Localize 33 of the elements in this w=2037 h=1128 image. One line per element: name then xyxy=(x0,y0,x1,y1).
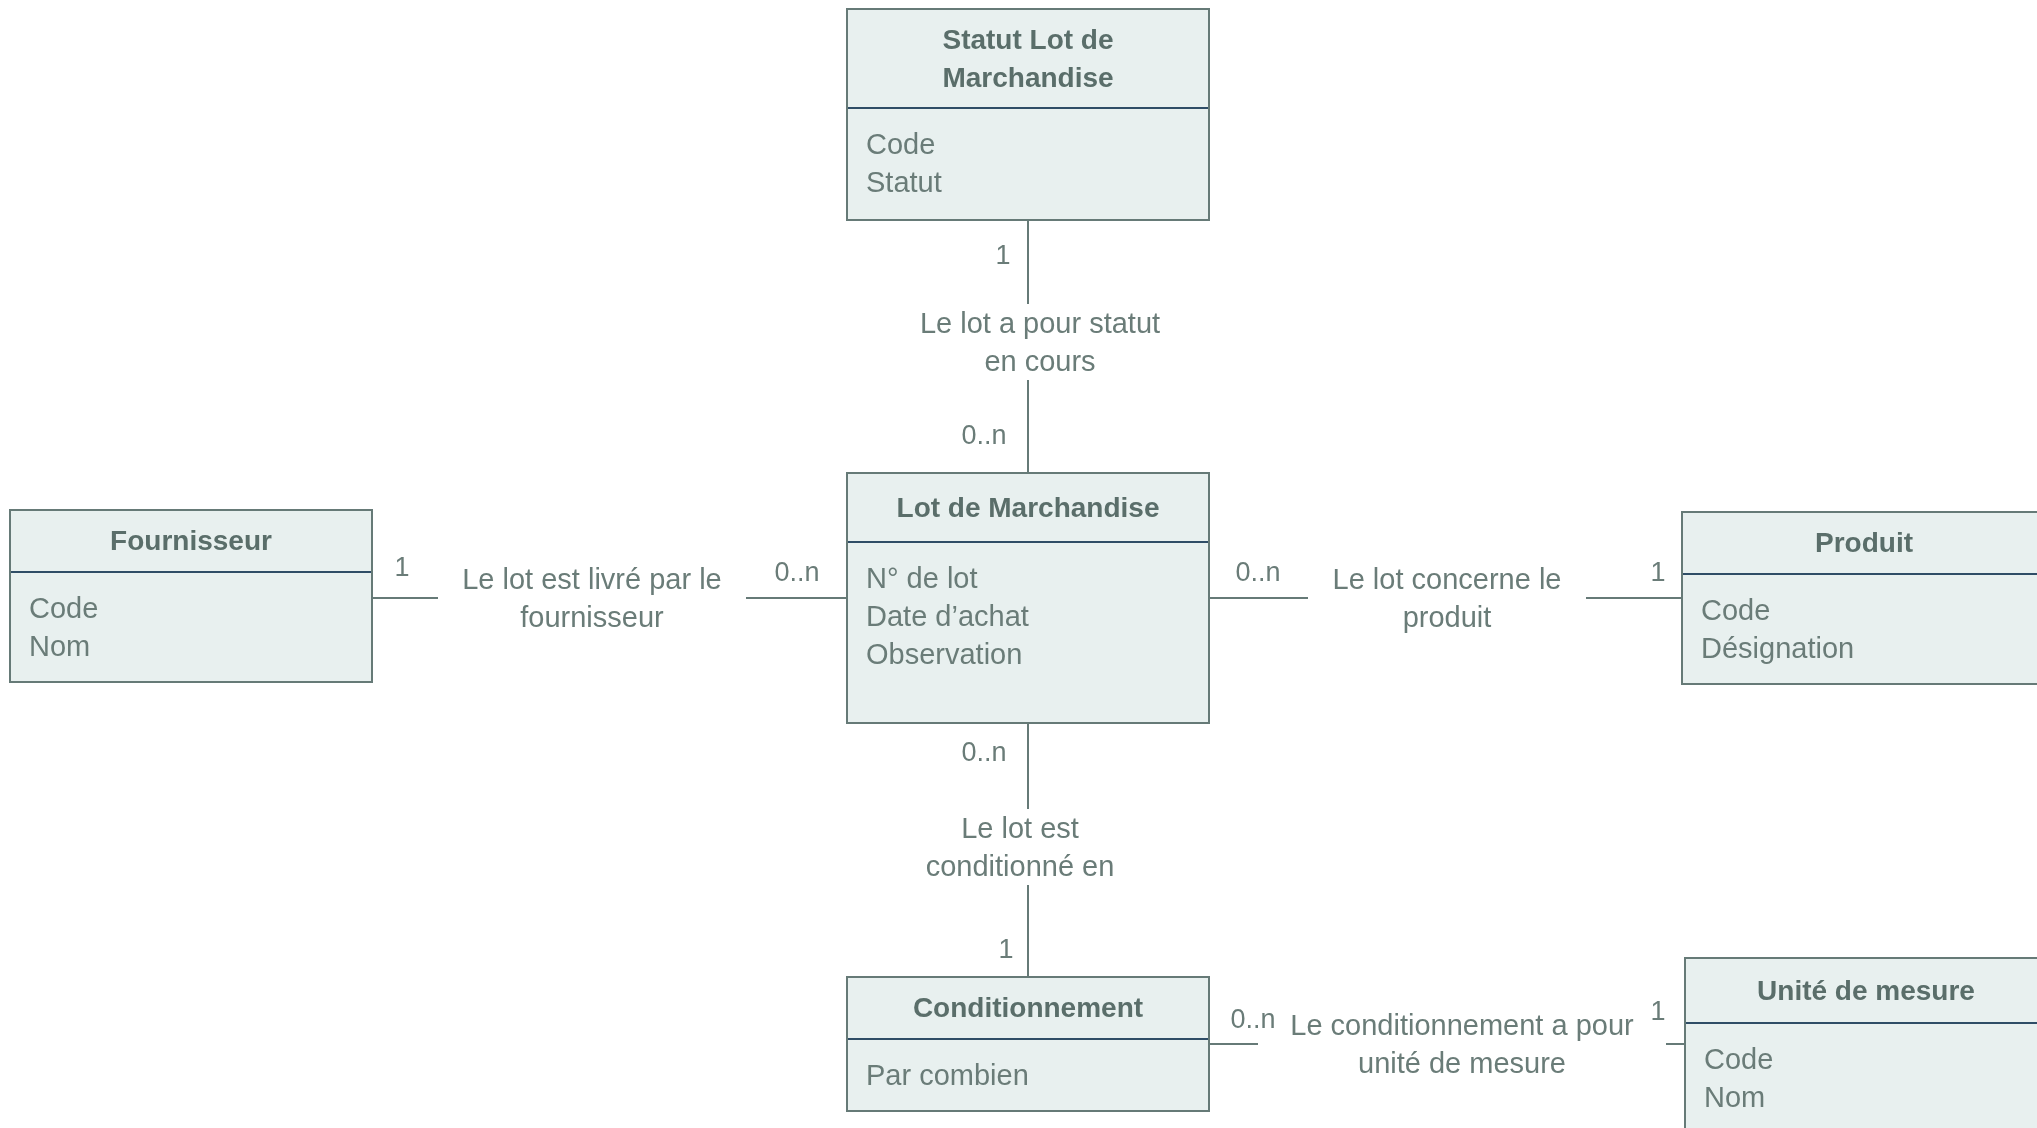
multiplicity-label: 1 xyxy=(394,551,410,583)
class-name: Conditionnement xyxy=(912,991,1144,1025)
multiplicity-label: 1 xyxy=(1650,995,1666,1027)
class-box xyxy=(846,472,1210,724)
class-name: Lot de Marchandise xyxy=(896,490,1160,525)
class-box xyxy=(9,509,373,683)
attribute-text: Par combien xyxy=(866,1058,1030,1093)
attribute-text: Nom xyxy=(1704,1080,1767,1115)
multiplicity-label: 0..n xyxy=(774,556,820,588)
multiplicity-label: 1 xyxy=(1650,556,1666,588)
attribute-text: Observation xyxy=(866,637,1024,672)
class-box xyxy=(1681,511,2037,685)
attribute-text: Statut xyxy=(866,165,943,200)
class-name: Produit xyxy=(1815,526,1913,560)
attribute-text: Code xyxy=(1704,1042,1775,1077)
attribute-text: Code xyxy=(866,127,937,162)
class-box xyxy=(846,976,1210,1112)
attribute-text: Nom xyxy=(29,629,92,664)
attribute-text: Date d’achat xyxy=(866,599,1030,634)
multiplicity-label: 0..n xyxy=(1235,556,1281,588)
attribute-text: Désignation xyxy=(1701,631,1856,666)
multiplicity-label: 1 xyxy=(995,239,1011,271)
multiplicity-label: 1 xyxy=(998,933,1014,965)
attribute-text: Code xyxy=(1701,593,1772,628)
attribute-text: N° de lot xyxy=(866,561,979,596)
multiplicity-label: 0..n xyxy=(961,419,1007,451)
multiplicity-label: 0..n xyxy=(1230,1003,1276,1035)
multiplicity-label: 0..n xyxy=(961,736,1007,768)
attribute-text: Code xyxy=(29,591,100,626)
class-name: Unité de mesure xyxy=(1757,973,1975,1008)
class-box xyxy=(846,8,1210,221)
class-name: Fournisseur xyxy=(110,524,272,558)
class-name: Statut Lot de Marchandise xyxy=(941,22,1115,95)
